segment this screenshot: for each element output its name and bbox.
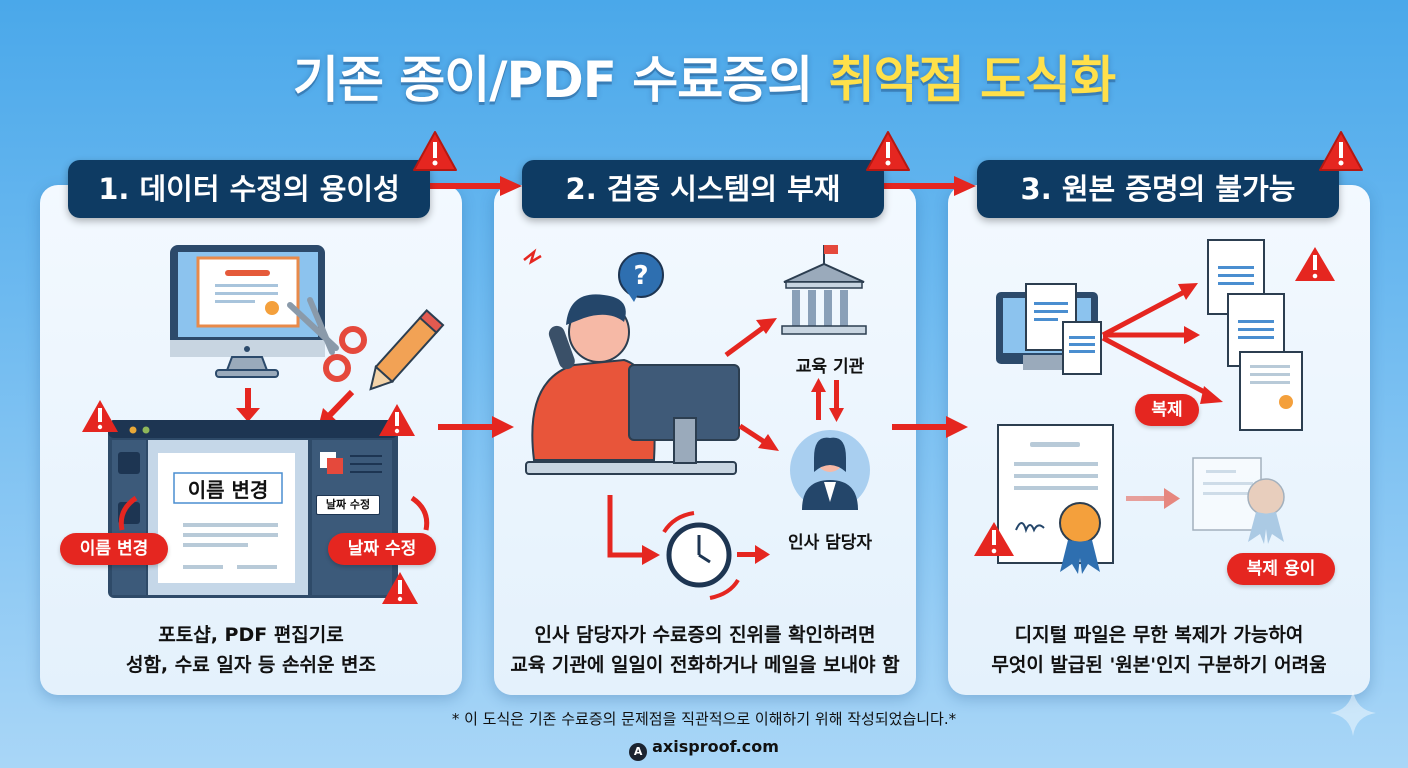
description-line: 포토샵, PDF 편집기로 (158, 624, 344, 646)
warning-triangle-icon (974, 522, 1014, 556)
sparkle-icon (1330, 690, 1376, 736)
red-arrow-icon (738, 423, 779, 451)
institution-label: 교육 기관 (795, 357, 865, 377)
curved-arrow-icon (410, 495, 430, 531)
red-arrow-icon (737, 545, 770, 564)
curved-arrow-icon (118, 495, 138, 531)
editor-name-box: 이름 변경 (187, 478, 269, 502)
section-heading-3: 3. 원본 증명의 불가능 (977, 160, 1339, 218)
original-proof-illustration (996, 239, 1303, 574)
section-description-3: 디지털 파일은 무한 복제가 가능하여 무엇이 발급된 '원본'인지 구분하기 … (948, 620, 1370, 680)
easy-copy-pill: 복제 용이 (1227, 553, 1335, 585)
description-line: 성함, 수료 일자 등 손쉬운 변조 (125, 654, 377, 676)
date-change-pill: 날짜 수정 (328, 533, 436, 565)
red-arrow-icon (236, 388, 260, 422)
bidirectional-arrow-icon (811, 378, 844, 422)
title-highlight: 취약점 도식화 (828, 51, 1116, 109)
red-arrow-icon (430, 176, 522, 196)
section-description-2: 인사 담당자가 수료증의 진위를 확인하려면 교육 기관에 일일이 전화하거나 … (494, 620, 916, 680)
footnote: * 이 도식은 기존 수료증의 문제점을 직관적으로 이해하기 위해 작성되었습… (451, 710, 957, 728)
scissors-icon (287, 297, 367, 382)
warning-triangle-icon (82, 400, 118, 432)
faded-arrow-icon (1126, 488, 1180, 509)
hr-person-avatar (790, 430, 870, 510)
brand-domain: axisproof.com (652, 737, 779, 756)
verification-illustration: ? (523, 245, 870, 600)
desk (525, 461, 737, 475)
hr-manager-label: 인사 담당자 (787, 533, 873, 553)
monitor-icon (170, 245, 325, 378)
section-heading-2: 2. 검증 시스템의 부재 (522, 160, 884, 218)
section-description-1: 포토샵, PDF 편집기로 성함, 수료 일자 등 손쉬운 변조 (40, 620, 462, 680)
warning-triangle-icon (1295, 247, 1335, 281)
clock-icon (662, 511, 740, 600)
description-line: 무엇이 발급된 '원본'인지 구분하기 어려움 (991, 654, 1327, 676)
warning-triangle-icon (382, 572, 418, 604)
svg-text:?: ? (633, 261, 648, 291)
stressed-person-icon (523, 248, 656, 461)
red-arrow-icon (438, 416, 514, 438)
computer-monitor-icon (628, 364, 740, 464)
page-title: 기존 종이/PDF 수료증의 취약점 도식화 (0, 40, 1408, 112)
description-line: 디지털 파일은 무한 복제가 가능하여 (1014, 624, 1304, 646)
red-arrow-icon (724, 318, 777, 358)
data-modification-illustration (108, 245, 445, 598)
warning-triangle-icon (379, 404, 415, 436)
institution-building-icon (781, 245, 867, 335)
description-line: 교육 기관에 일일이 전화하거나 메일을 보내야 함 (510, 654, 900, 676)
copied-certificate-icon (1192, 457, 1285, 544)
warning-triangle-icon (413, 131, 457, 171)
title-prefix: 기존 종이/PDF 수료증의 (292, 51, 829, 109)
pencil-icon (369, 308, 445, 391)
red-arrow-icon (607, 495, 660, 565)
red-arrow-icon (892, 416, 968, 438)
copied-documents-icon (1207, 239, 1303, 431)
warning-triangle-icon (866, 131, 910, 171)
section-heading-1: 1. 데이터 수정의 용이성 (68, 160, 430, 218)
description-line: 인사 담당자가 수료증의 진위를 확인하려면 (534, 624, 876, 646)
computer-with-files-icon (996, 283, 1102, 375)
name-change-pill: 이름 변경 (60, 533, 168, 565)
original-certificate-icon (997, 424, 1114, 574)
editor-window (108, 420, 398, 598)
warning-triangle-icon (1319, 131, 1363, 171)
panel-date-tag: 날짜 수정 (316, 495, 380, 515)
red-arrow-icon (884, 176, 976, 196)
question-bubble-icon: ? (618, 252, 664, 302)
brand-logo-icon: A (629, 743, 648, 761)
copy-arrows-icon (1101, 283, 1223, 404)
copy-pill: 복제 (1135, 394, 1199, 426)
